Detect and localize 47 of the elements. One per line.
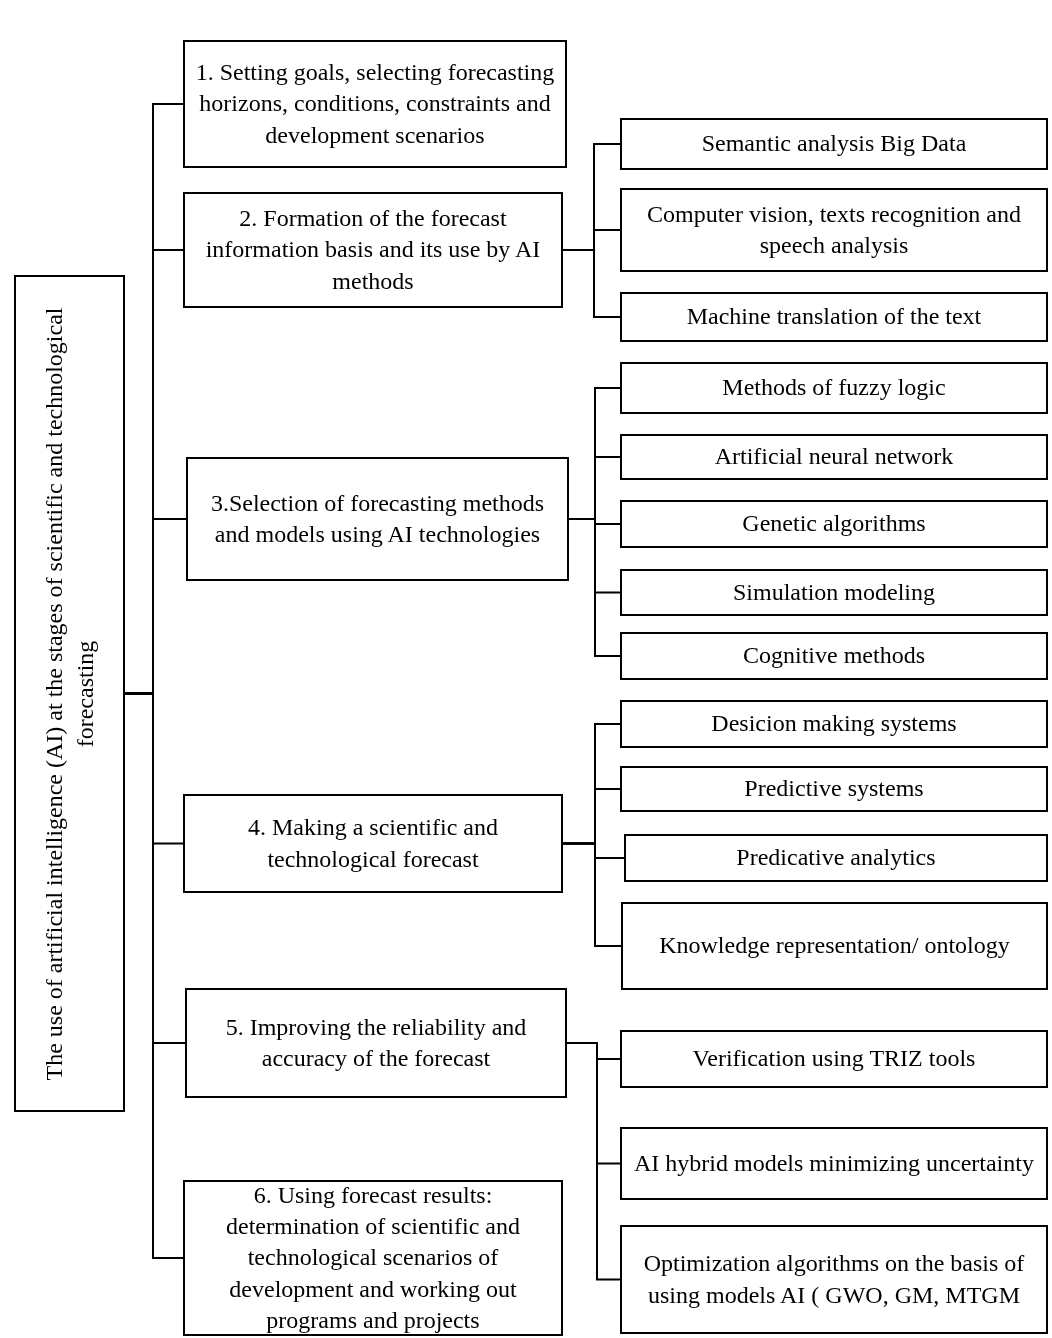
box-text: The use of artificial intelligence (AI) at the stages of scientific and technological forecasting <box>39 306 99 1082</box>
method-box <box>620 292 1048 342</box>
box-text: Genetic algorithms <box>741 509 927 539</box>
box-text: Computer vision, texts recognition and speech analysis <box>646 199 1022 260</box>
box-text: 2. Formation of the forecast information basis and its use by AI methods <box>204 204 542 296</box>
box-text: Verification using TRIZ tools <box>691 1044 977 1074</box>
method-box <box>620 1225 1048 1334</box>
box-text: Cognitive methods <box>742 641 926 671</box>
method-box <box>620 569 1048 616</box>
stage-box <box>185 988 567 1098</box>
box-text: 5. Improving the reliability and accuracy of the forecast <box>224 1012 528 1073</box>
method-box <box>624 834 1048 882</box>
method-box <box>620 434 1048 480</box>
box-text: Knowledge representation/ ontology <box>658 931 1011 961</box>
method-box <box>620 118 1048 170</box>
box-text: AI hybrid models minimizing uncertainty <box>633 1148 1035 1178</box>
box-text: Predicative analytics <box>735 843 937 873</box>
connector-line <box>562 842 622 947</box>
root-box <box>14 275 125 1112</box>
method-box <box>620 632 1048 680</box>
box-text: Simulation modeling <box>732 577 936 607</box>
box-text: 6. Using forecast results: determination of scientific and technological scenarios of development and working out programs and projects <box>225 1181 521 1335</box>
box-text: 3.Selection of forecasting methods and models using AI technologies <box>209 488 546 549</box>
stage-box <box>183 192 563 308</box>
box-text: Predictive systems <box>743 774 925 804</box>
box-text: 4. Making a scientific and technological forecast <box>247 813 499 874</box>
method-box <box>620 188 1048 272</box>
box-text: Methods of fuzzy logic <box>721 373 947 403</box>
stage-box <box>186 457 569 581</box>
connector-line <box>562 249 621 318</box>
box-text: Desicion making systems <box>710 709 958 739</box>
stage-box <box>183 794 563 893</box>
method-box <box>621 902 1048 990</box>
method-box <box>620 1127 1048 1200</box>
box-text: Machine translation of the text <box>685 302 983 332</box>
box-text: Artificial neural network <box>713 442 955 472</box>
box-text: 1. Setting goals, selecting forecasting horizons, conditions, constraints and development scenarios <box>194 58 556 150</box>
method-box <box>620 700 1048 748</box>
box-text: Semantic analysis Big Data <box>700 129 968 159</box>
method-box <box>620 362 1048 414</box>
stage-box <box>183 40 567 168</box>
method-box <box>620 500 1048 548</box>
connector-line <box>566 1042 621 1281</box>
stage-box <box>183 1180 563 1336</box>
method-box <box>620 766 1048 812</box>
method-box <box>620 1030 1048 1088</box>
box-text: Optimization algorithms on the basis of using models AI ( GWO, GM, MTGM <box>642 1249 1026 1310</box>
